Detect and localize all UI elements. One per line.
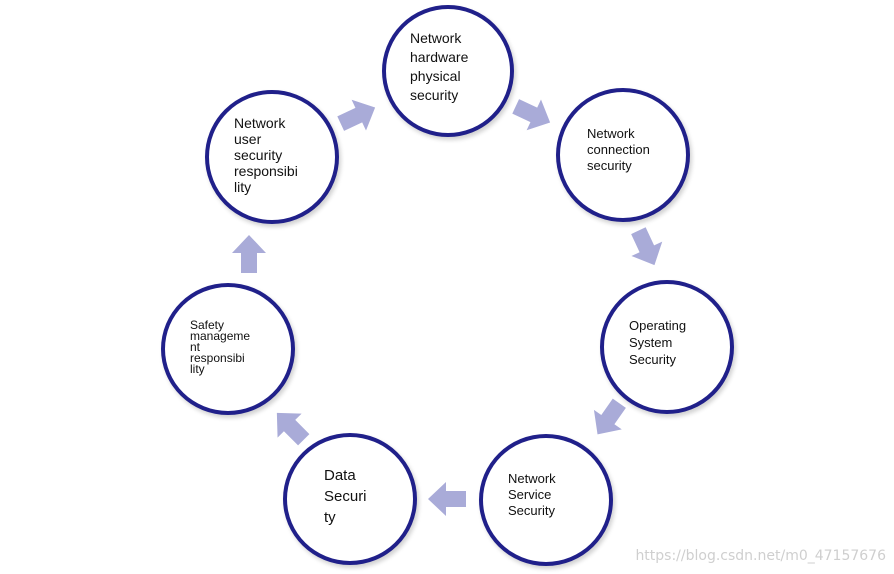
node-network-user-security-responsibility: Network user security responsibi lity bbox=[205, 90, 339, 224]
arrow-data-to-safety bbox=[276, 412, 310, 446]
arrow-service-to-data bbox=[428, 482, 466, 516]
node-label-network-hardware-physical-security: Network hardware physical security bbox=[410, 30, 469, 103]
node-network-connection-security: Network connection security bbox=[556, 88, 690, 222]
watermark: https://blog.csdn.net/m0_47157676 bbox=[635, 548, 886, 564]
node-data-security: Data Securi ty bbox=[283, 433, 417, 565]
node-label-network-service-security: Network Service Security bbox=[508, 471, 556, 518]
node-label-network-user-security-responsibility: Network user security responsibi lity bbox=[234, 115, 298, 195]
node-label-network-connection-security: Network connection security bbox=[587, 126, 650, 173]
arrow-safety-to-user bbox=[232, 235, 266, 273]
node-safety-management-responsibility: Safety manageme nt responsibi lity bbox=[161, 283, 295, 415]
arrow-connection-to-os bbox=[631, 227, 663, 266]
arrow-user-to-hardware bbox=[337, 99, 376, 131]
node-label-operating-system-security: Operating System Security bbox=[629, 318, 687, 367]
node-operating-system-security: Operating System Security bbox=[600, 280, 734, 414]
arrow-hardware-to-connection bbox=[512, 99, 551, 131]
node-network-hardware-physical-security: Network hardware physical security bbox=[382, 5, 514, 137]
node-label-safety-management-responsibility: Safety manageme nt responsibi lity bbox=[190, 318, 251, 376]
arrow-os-to-service bbox=[593, 398, 626, 435]
node-label-data-security: Data Securi ty bbox=[324, 467, 367, 526]
node-network-service-security: Network Service Security bbox=[479, 434, 613, 566]
